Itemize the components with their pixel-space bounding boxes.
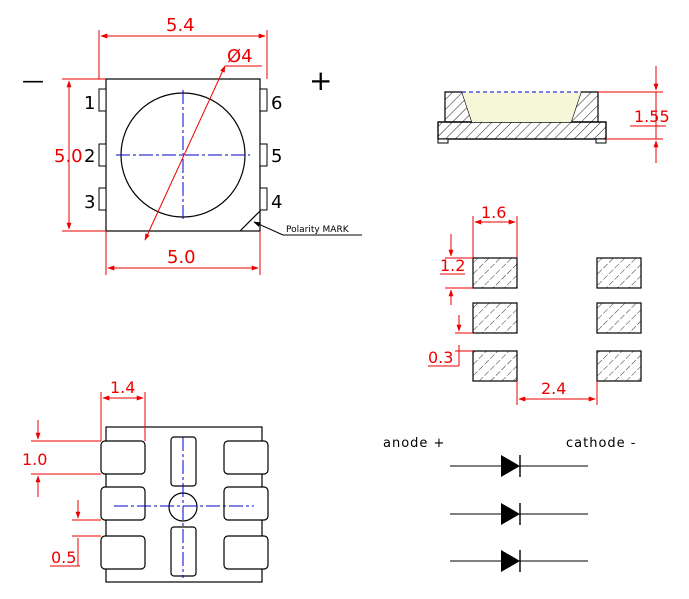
diode-2 [450,503,588,525]
schematic: anode + cathode - [383,436,636,572]
dim-diameter: Ø4 [227,46,253,67]
pin-1 [98,88,107,112]
pin-number-3: 3 [84,192,95,213]
pad [472,257,518,289]
diode-3 [450,550,588,572]
bottom-pad [100,440,146,475]
dim-width-top: 5.4 [166,15,195,36]
minus-sign: — [22,69,44,94]
dim-diameter-leader [144,65,226,241]
polarity-chamfer [239,210,261,232]
pad-layout: 1.6 1.2 0.3 2.4 [428,203,642,405]
pin-number-5: 5 [271,146,282,167]
bottom-pad [223,440,269,475]
bottom-view: 1.4 1.0 0.5 [22,378,269,583]
polarity-leader [253,221,284,236]
dim-height: 5.0 [54,146,83,167]
cathode-label: cathode - [566,436,636,451]
pad [472,350,518,382]
pad [596,257,642,289]
pin-6 [259,88,268,112]
dim-bottom-pad-height: 1.0 [22,450,47,469]
pin-4 [259,187,268,211]
dim-pad-gap: 0.3 [428,348,453,367]
pin-2 [98,143,107,167]
side-pad-left [437,138,449,144]
pin-number-4: 4 [271,192,282,213]
pad [596,302,642,334]
pad [472,302,518,334]
plus-sign: + [309,64,332,97]
pad [596,350,642,382]
side-view: 1.55 [437,66,670,163]
dim-bottom-pad-width: 1.4 [110,378,135,397]
dim-pad-height: 1.2 [440,256,465,275]
dim-width-bottom: 5.0 [167,247,196,268]
bottom-pad [223,486,269,521]
pin-number-2: 2 [84,146,95,167]
anode-label: anode + [383,436,445,451]
bottom-pad [223,535,269,570]
dim-pad-spacing: 2.4 [541,379,566,398]
dim-side-height: 1.55 [634,107,670,126]
diode-1 [450,455,588,477]
bottom-pad [100,486,146,521]
side-base [437,121,607,140]
top-view: — + 1 2 3 6 5 4 Polarity MARK 5.4 Ø4 [22,15,362,275]
pin-number-1: 1 [84,93,95,114]
side-pad-right [595,138,607,144]
pin-3 [98,187,107,211]
polarity-label: Polarity MARK [286,225,350,235]
bottom-pad [100,535,146,570]
dim-bottom-pad-gap: 0.5 [51,548,76,567]
side-lens-fill [462,92,581,122]
dim-pad-width: 1.6 [481,203,506,222]
pin-5 [259,143,268,167]
pin-number-6: 6 [271,93,282,114]
